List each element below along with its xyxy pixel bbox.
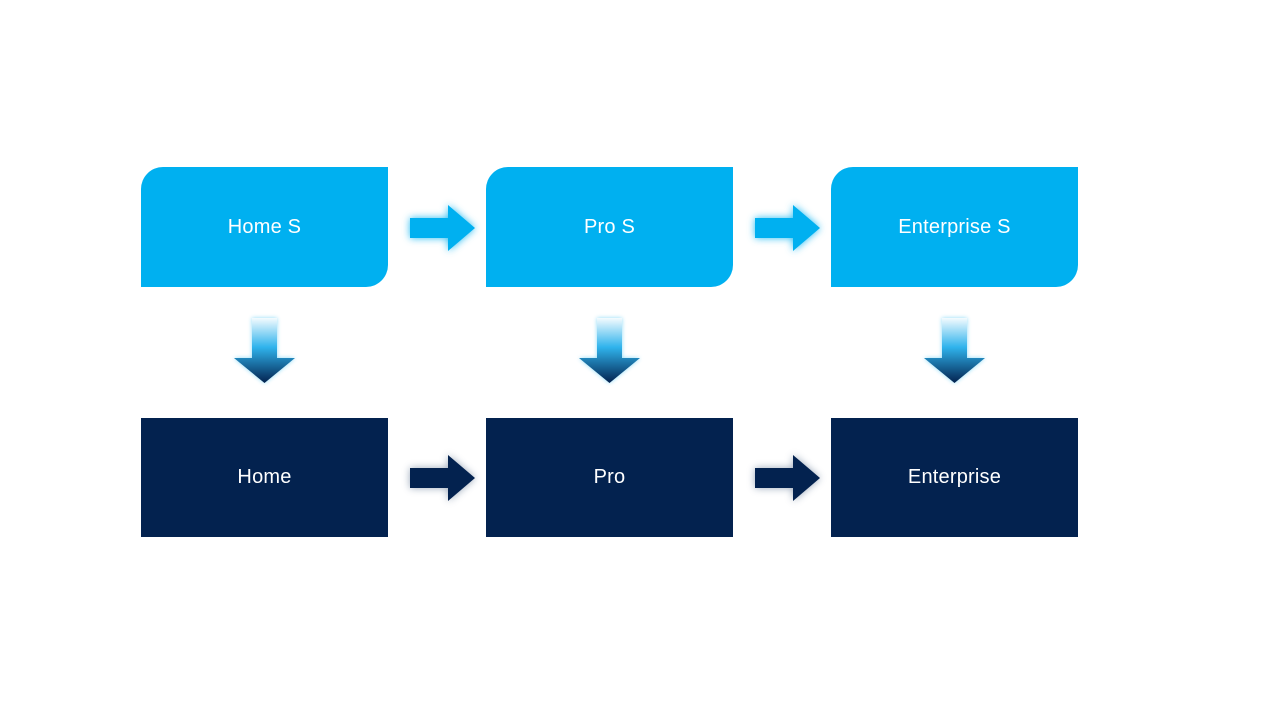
node-label: Pro [593, 466, 626, 488]
right-arrow-icon [755, 205, 820, 251]
node-label: Enterprise S [898, 215, 1011, 238]
node-label: Home S [227, 215, 302, 238]
node-pro-s: Pro S [486, 167, 733, 287]
node-home-s: Home S [141, 167, 388, 287]
down-arrow-icon [234, 318, 295, 383]
node-label: Home [237, 466, 292, 488]
node-label: Enterprise [907, 466, 1002, 488]
node-home: Home [141, 418, 388, 537]
node-enterprise: Enterprise [831, 418, 1078, 537]
right-arrow-icon [755, 455, 820, 501]
right-arrow-icon [410, 205, 475, 251]
down-arrow-icon [924, 318, 985, 383]
right-arrow-icon [410, 455, 475, 501]
node-enterprise-s: Enterprise S [831, 167, 1078, 287]
node-label: Pro S [583, 215, 636, 238]
node-pro: Pro [486, 418, 733, 537]
down-arrow-icon [579, 318, 640, 383]
